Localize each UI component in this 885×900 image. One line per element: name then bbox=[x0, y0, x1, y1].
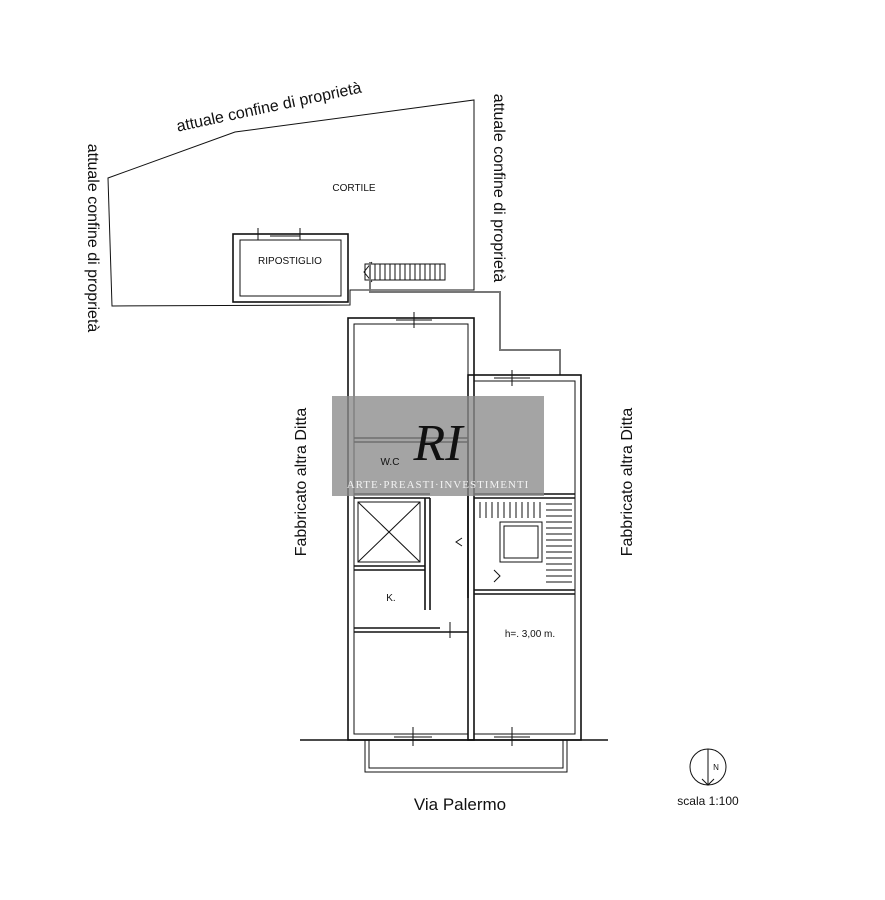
elevator-shaft bbox=[357, 501, 421, 563]
courtyard-stair bbox=[363, 261, 446, 283]
storage-room bbox=[232, 228, 349, 303]
storage-label: RIPOSTIGLIO bbox=[258, 256, 322, 267]
street-label: Via Palermo bbox=[414, 795, 506, 814]
balcony bbox=[300, 739, 608, 773]
watermark-logo: RI bbox=[412, 415, 465, 472]
wc-label: W.C bbox=[381, 457, 400, 468]
watermark-brand: ARTE·PREASTI·INVESTIMENTI bbox=[347, 479, 530, 491]
watermark: RI ARTE·PREASTI·INVESTIMENTI bbox=[332, 396, 544, 496]
boundary-left-label: attuale confine di proprietà bbox=[84, 144, 101, 333]
circulation-path bbox=[369, 262, 561, 375]
building-walls bbox=[347, 317, 582, 741]
boundary-right-label: attuale confine di proprietà bbox=[490, 94, 507, 283]
courtyard-label: CORTILE bbox=[332, 183, 375, 194]
building-left-label: Fabbricato altra Ditta bbox=[293, 408, 310, 557]
internal-stairwell bbox=[455, 502, 572, 583]
north-arrow: N bbox=[689, 748, 727, 786]
scale-label: scala 1:100 bbox=[677, 794, 739, 808]
kitchen-label: K. bbox=[386, 593, 395, 604]
building-right-label: Fabbricato altra Ditta bbox=[619, 408, 636, 557]
window-markers bbox=[394, 312, 530, 746]
height-label: h=. 3,00 m. bbox=[505, 629, 555, 640]
courtyard-boundary bbox=[107, 99, 475, 307]
north-icon: N bbox=[713, 763, 719, 772]
